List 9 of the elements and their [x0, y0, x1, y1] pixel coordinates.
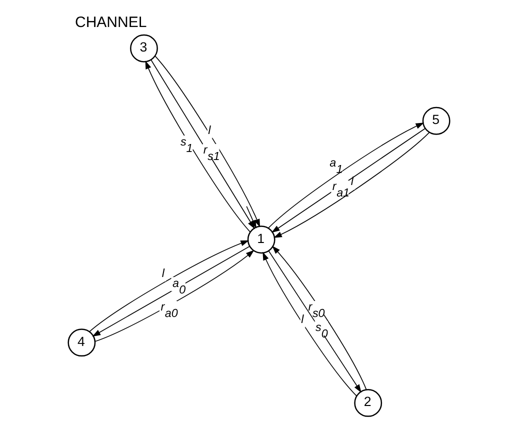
node-circle: 5: [422, 106, 450, 135]
node-circle: 3: [130, 34, 158, 62]
edge-label: l: [208, 124, 210, 137]
diagram-title: CHANNEL: [74, 14, 146, 32]
edge-label: l: [161, 266, 164, 280]
node-circle: 4: [67, 328, 96, 357]
edge-label: l: [300, 313, 304, 326]
node-circle: 1: [246, 226, 275, 254]
node-circle: 2: [354, 389, 382, 417]
